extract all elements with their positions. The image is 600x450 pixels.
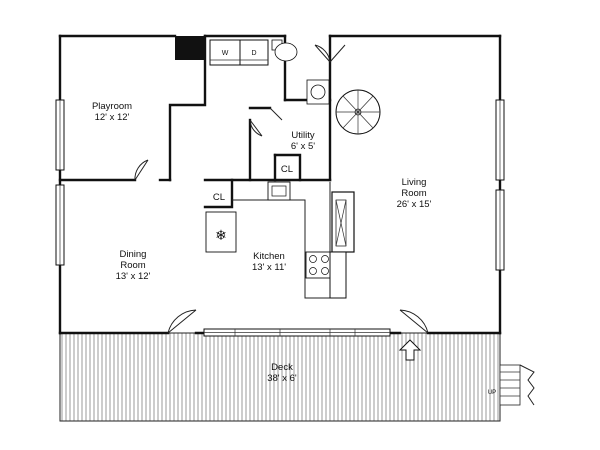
entry-arrow-icon: [398, 339, 422, 361]
spiral-stair-icon: [335, 89, 381, 135]
living-room-label-2: Room: [401, 188, 426, 199]
dining-room-size: 13' x 12': [116, 271, 151, 282]
utility-size: 6' x 5': [291, 141, 315, 152]
room-labels: Playroom 12' x 12' Utility 6' x 5' Livin…: [92, 50, 496, 396]
utility-label: Utility: [291, 130, 314, 141]
deck-doors: [167, 309, 429, 334]
dining-room-label-1: Dining: [120, 249, 147, 260]
deck-stairs: [499, 364, 535, 406]
kitchen-size: 13' x 11': [252, 262, 286, 273]
deck: [59, 332, 535, 422]
stove: [305, 251, 333, 279]
exterior-walls: [55, 34, 505, 337]
refrigerator: [205, 211, 237, 253]
playroom-label: Playroom: [92, 101, 132, 112]
deck-size: 38' x 6': [267, 373, 297, 384]
living-room-label-1: Living: [402, 177, 427, 188]
fixtures: ❄: [175, 36, 381, 299]
kitchen-closet-label: CL: [213, 192, 225, 203]
living-room-size: 26' x 15': [397, 199, 432, 210]
dining-room-label-2: Room: [120, 260, 145, 271]
deck-label: Deck: [271, 362, 293, 373]
washer-label: W: [222, 50, 229, 57]
dryer-label: D: [251, 50, 256, 57]
deck-boards: [59, 332, 501, 422]
dryer: [239, 39, 269, 66]
kitchen-cabinet: [329, 251, 347, 299]
kitchen-label: Kitchen: [253, 251, 285, 262]
playroom-size: 12' x 12': [95, 112, 130, 123]
chimney: [175, 36, 205, 60]
utility-closet-label: CL: [281, 164, 293, 175]
stairs-up-label: UP: [488, 390, 496, 396]
snowflake-icon: ❄: [215, 227, 227, 243]
interior-walls: [58, 34, 346, 209]
